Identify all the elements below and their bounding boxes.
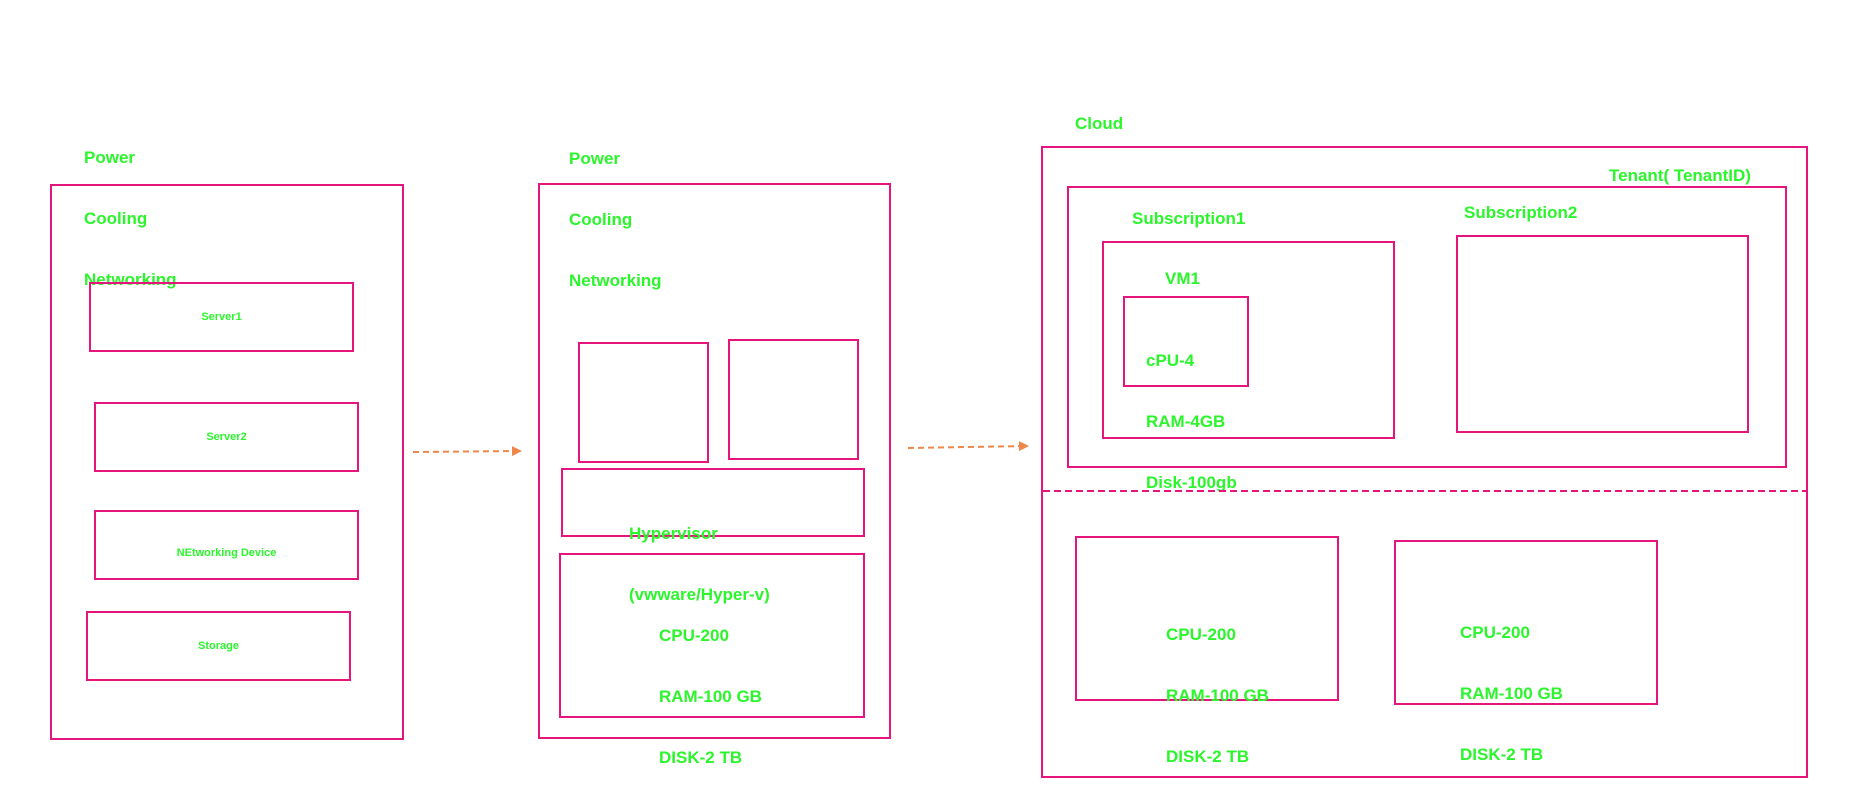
resource-ram: RAM-100 GB (1460, 683, 1563, 703)
arrow-physical-to-virtual (412, 446, 522, 457)
hypervisor-label: Hypervisor (vwware/Hyper-v) (629, 483, 770, 646)
server1-box: Server1 (89, 282, 354, 352)
resource-disk: DISK-2 TB (1166, 747, 1250, 767)
cloud-box (1041, 146, 1808, 778)
header-line-cooling: Cooling (84, 208, 148, 228)
resource-cpu: CPU-200 (659, 625, 729, 645)
virtual-dc-box (538, 183, 891, 739)
resource-disk: DISK-2 TB (1460, 745, 1544, 765)
header-line-power: Power (84, 147, 136, 167)
resource-pool-box-2: CPU-200 RAM-100 GB DISK-2 TB (1394, 540, 1658, 764)
resource-disk: DISK-2 TB (659, 748, 743, 768)
resource-pool-box-1: CPU-200 RAM-100 GB DISK-2 TB (1075, 536, 1339, 766)
physical-dc-box (50, 184, 404, 740)
virtual-dc-header: Power Cooling Networking (569, 108, 662, 312)
vm1-label: VM1 (1165, 269, 1200, 288)
resource-ram: RAM-100 GB (659, 686, 762, 706)
host-resources-box: CPU-200 RAM-100 GB DISK-2 TB (559, 553, 865, 767)
physical-dc-header: Power Cooling Networking (84, 107, 177, 311)
server1-label: Server1 (201, 311, 242, 323)
tenant-label: Tenant( TenantID) (1609, 166, 1751, 185)
server2-box: Server2 (94, 402, 359, 472)
vm-slot-box-2 (728, 339, 859, 460)
hypervisor-box: Hypervisor (vwware/Hyper-v) (561, 468, 865, 604)
subscription2-box (1456, 235, 1749, 433)
subscription1-label: Subscription1 (1132, 209, 1246, 228)
hypervisor-title: Hypervisor (629, 523, 718, 543)
resource-cpu: CPU-200 (1166, 624, 1236, 644)
vm-slot-box-1 (578, 342, 709, 463)
networking-device-box: NEtworking Device (94, 510, 359, 580)
storage-label: Storage (198, 640, 239, 652)
vm1-spec-cpu: cPU-4 (1146, 350, 1195, 370)
resource-pool-2-list: CPU-200 RAM-100 GB DISK-2 TB (1460, 582, 1563, 806)
resource-pool-1-list: CPU-200 RAM-100 GB DISK-2 TB (1166, 584, 1269, 808)
hypervisor-products: (vwware/Hyper-v) (629, 584, 770, 604)
tenant-box (1067, 186, 1787, 468)
storage-box: Storage (86, 611, 351, 681)
header-line-power: Power (569, 148, 621, 168)
vm1-box: cPU-4 RAM-4GB Disk-100gb (1123, 296, 1249, 492)
header-line-networking: Networking (84, 270, 177, 290)
subscription2-label: Subscription2 (1464, 203, 1578, 222)
resource-cpu: CPU-200 (1460, 622, 1530, 642)
vm1-spec-ram: RAM-4GB (1146, 411, 1226, 431)
header-line-networking: Networking (569, 271, 662, 291)
cloud-title: Cloud (1075, 114, 1124, 133)
server2-label: Server2 (206, 431, 247, 443)
networking-device-label: NEtworking Device (176, 547, 277, 559)
resource-ram: RAM-100 GB (1166, 685, 1269, 705)
vm1-specs: cPU-4 RAM-4GB Disk-100gb (1146, 310, 1237, 534)
host-resources-list: CPU-200 RAM-100 GB DISK-2 TB (659, 585, 762, 809)
vm1-spec-disk: Disk-100gb (1146, 473, 1237, 493)
subscription1-box (1102, 241, 1395, 439)
arrow-virtual-to-cloud (907, 441, 1029, 452)
header-line-cooling: Cooling (569, 209, 633, 229)
